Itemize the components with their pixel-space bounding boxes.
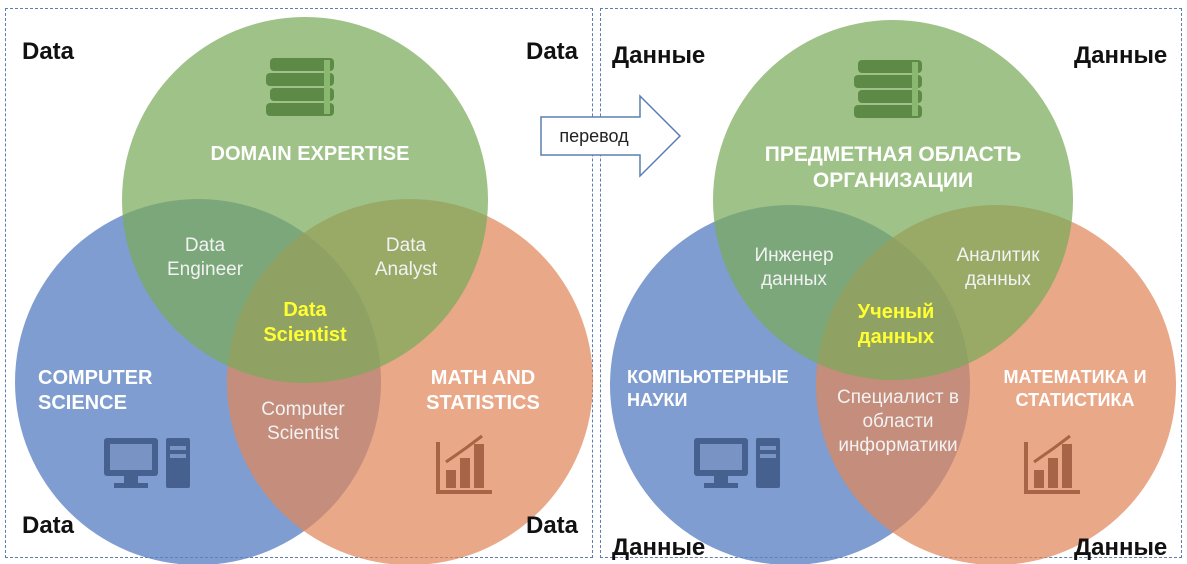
label-engineer-ru: Инженер данных — [754, 245, 834, 290]
corner-label-top-right: Data — [526, 38, 579, 65]
translate-arrow — [540, 94, 682, 178]
corner-label-top-left: Data — [22, 38, 75, 65]
books-icon — [854, 60, 922, 118]
arrow-label: перевод — [559, 126, 629, 146]
corner-label-bottom-right: Data — [526, 512, 579, 539]
circle-domain-ru — [713, 20, 1073, 380]
chart-icon — [1024, 434, 1080, 494]
label-data-scientist: Data Scientist — [263, 299, 347, 346]
label-data-analyst: Data Analyst — [374, 235, 438, 280]
label-cs-specialist-ru: Специалист в области информатики — [837, 387, 959, 456]
venn-right — [610, 20, 1176, 564]
label-computer-science: COMPUTER SCIENCE — [38, 367, 153, 414]
corner-label-bottom-right-ru: Данные — [1074, 534, 1168, 561]
chart-icon — [436, 434, 492, 494]
panel-english — [5, 8, 593, 558]
label-computer-science-ru: КОМПЬЮТЕРНЫЕ НАУКИ — [627, 367, 789, 410]
computer-icon — [694, 438, 780, 488]
venn-left — [15, 17, 593, 564]
label-math-statistics-ru: МАТЕМАТИКА И СТАТИСТИКА — [1003, 367, 1147, 410]
label-scientist-ru: Ученый данных — [857, 301, 935, 348]
label-analyst-ru: Аналитик данных — [956, 245, 1040, 290]
label-domain-expertise: DOMAIN EXPERTISE — [210, 143, 410, 165]
corner-label-top-right-ru: Данные — [1074, 42, 1168, 69]
books-icon — [266, 58, 334, 116]
label-math-statistics: MATH AND STATISTICS — [426, 367, 540, 414]
label-data-engineer: Data Engineer — [166, 235, 244, 280]
label-domain-ru: ПРЕДМЕТНАЯ ОБЛАСТЬ ОРГАНИЗАЦИИ — [764, 143, 1022, 193]
corner-label-bottom-left: Data — [22, 512, 75, 539]
label-computer-scientist: Computer Scientist — [261, 399, 345, 444]
corner-label-bottom-left-ru: Данные — [612, 534, 706, 561]
computer-icon — [104, 438, 190, 488]
panel-russian — [600, 8, 1182, 558]
corner-label-top-left-ru: Данные — [612, 42, 706, 69]
circle-domain-expertise — [122, 17, 488, 383]
